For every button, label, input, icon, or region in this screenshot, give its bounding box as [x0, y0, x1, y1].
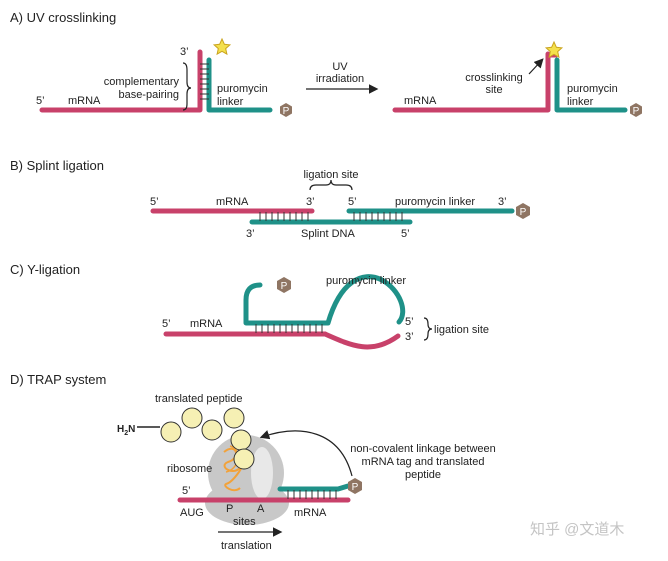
puromycin-linker-label: puromycin linker: [395, 196, 475, 208]
mrna-strand: [392, 51, 551, 113]
amino-acid-circle: [233, 448, 255, 470]
puromycin-linker-label: puromycin linker: [326, 275, 406, 287]
five-prime-label: 5’: [401, 228, 410, 240]
section-a: A) UV crosslinking P 3’ 5’ mRNA comp: [10, 10, 642, 117]
puromycin-linker-strand: [277, 483, 351, 492]
puromycin-hexagon-icon: [280, 103, 292, 117]
five-prime-label: 5’: [182, 485, 191, 497]
five-prime-label: 5’: [36, 95, 45, 107]
splint-dna-label: Splint DNA: [301, 228, 355, 240]
mrna-label: mRNA: [190, 318, 223, 330]
mrna-label: mRNA: [404, 95, 437, 107]
five-prime-label: 5’: [150, 196, 159, 208]
ribosome-label: ribosome: [167, 463, 212, 475]
puromycin-hexagon-icon: [277, 277, 291, 293]
puromycin-hexagon-icon: [630, 103, 642, 117]
noncovalent-label-line2: mRNA tag and translated: [362, 456, 485, 468]
three-prime-label: 3’: [246, 228, 255, 240]
ligation-site-label: ligation site: [303, 169, 358, 181]
section-a-title: A) UV crosslinking: [10, 10, 116, 25]
mrna-label: mRNA: [294, 507, 327, 519]
puromycin-p-label: P: [283, 106, 290, 117]
section-c-title: C) Y-ligation: [10, 262, 80, 277]
site-label: site: [485, 84, 502, 96]
puromycin-label: puromycin: [217, 83, 268, 95]
puromycin-hexagon-icon: [348, 478, 362, 494]
construct-a-right: P crosslinking site mRNA puromycin linke…: [392, 40, 642, 117]
brace-icon: [423, 317, 433, 341]
p-site-label: P: [226, 503, 233, 515]
crosslink-arrow-icon: [528, 58, 544, 75]
noncovalent-label-line3: peptide: [405, 469, 441, 481]
translated-peptide-label: translated peptide: [155, 393, 242, 405]
puromycin-label: puromycin: [567, 83, 618, 95]
section-d: D) TRAP system translated peptide P: [10, 372, 496, 552]
five-prime-label: 5’: [162, 318, 171, 330]
amino-acid-circle: [223, 407, 245, 429]
five-prime-label: 5’: [405, 316, 414, 328]
five-prime-label: 5’: [348, 196, 357, 208]
mrna-label: mRNA: [216, 196, 249, 208]
sites-label: sites: [233, 516, 256, 528]
ligation-site-label: ligation site: [434, 324, 489, 336]
amino-acid-circle: [160, 421, 182, 443]
three-prime-label: 3’: [306, 196, 315, 208]
puromycin-linker-strand: [554, 57, 628, 113]
construct-a-left: P 3’ 5’ mRNA complementary base-pairing …: [36, 37, 292, 117]
linker-label: linker: [217, 96, 244, 108]
puromycin-p-label: P: [352, 482, 359, 493]
crosslinking-label: crosslinking: [465, 72, 522, 84]
mrna-loop: [322, 331, 401, 350]
watermark: 知乎 @文道木: [530, 521, 624, 538]
puromycin-hexagon-icon: [516, 203, 530, 219]
linker-label: linker: [567, 96, 594, 108]
ribosome: [205, 435, 289, 525]
amino-acid-circle: [201, 419, 223, 441]
section-c: C) Y-ligation P puromycin linker 5’ mRNA…: [10, 262, 489, 350]
noncovalent-label-line1: non-covalent linkage between: [350, 443, 496, 455]
puromycin-linker-strand: [243, 274, 406, 326]
a-site-label: A: [257, 503, 265, 515]
section-b-title: B) Splint ligation: [10, 158, 104, 173]
amino-acid-circle: [230, 429, 252, 451]
brace-icon: [182, 62, 192, 111]
aug-label: AUG: [180, 507, 204, 519]
brace-icon: [309, 179, 353, 191]
base-pair-ticks: [255, 324, 323, 333]
amino-acid-circle: [181, 407, 203, 429]
three-prime-label: 3’: [498, 196, 507, 208]
base-pairing-label: base-pairing: [118, 89, 179, 101]
star-icon: [212, 37, 232, 56]
peptide-chain: H2N: [117, 407, 255, 470]
irradiation-label: irradiation: [316, 73, 364, 85]
puromycin-p-label: P: [633, 106, 640, 117]
uv-label: UV: [332, 61, 348, 73]
base-pair-ticks: [259, 212, 403, 221]
three-prime-label: 3’: [405, 331, 414, 343]
puromycin-linker-strand: [206, 57, 273, 113]
curved-arrow-icon: [259, 430, 353, 477]
mrna-strand: [39, 49, 203, 113]
puromycin-p-label: P: [281, 281, 288, 292]
three-prime-label: 3’: [180, 46, 189, 58]
base-pair-ticks: [287, 490, 337, 499]
ribosome-a-site-channel: [251, 447, 273, 499]
complementary-label: complementary: [104, 76, 180, 88]
base-pair-ticks: [200, 63, 209, 100]
mrna-label: mRNA: [68, 95, 101, 107]
section-d-title: D) TRAP system: [10, 372, 106, 387]
puromycin-p-label: P: [520, 207, 527, 218]
star-icon: [544, 40, 564, 59]
uv-irradiation-step: UV irradiation: [306, 61, 379, 94]
h2n-label: H2N: [117, 424, 135, 437]
section-b: B) Splint ligation ligation site: [10, 158, 530, 240]
translation-label: translation: [221, 540, 272, 552]
